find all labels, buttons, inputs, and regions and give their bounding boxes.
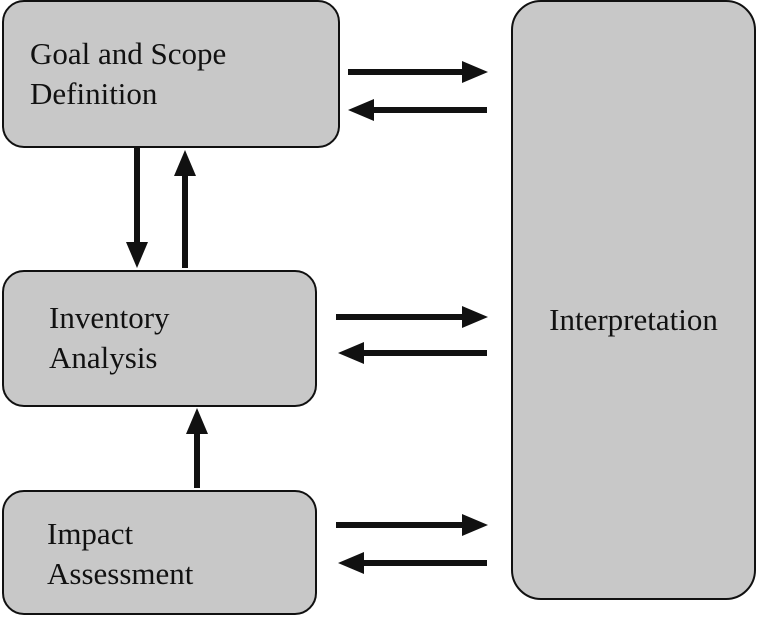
inventory-analysis-label: Inventory Analysis <box>49 298 170 378</box>
interpretation-label: Interpretation <box>513 300 754 340</box>
arrow-impact-to-inventory <box>186 408 208 488</box>
interpretation-text: Interpretation <box>549 302 718 337</box>
impact-assessment-line2: Assessment <box>47 556 194 591</box>
arrow-inventory-to-goal <box>174 150 196 268</box>
goal-scope-box: Goal and Scope Definition <box>2 0 340 148</box>
inventory-analysis-line1: Inventory <box>49 300 170 335</box>
goal-scope-line2: Definition <box>30 76 158 111</box>
arrow-interpretation-to-impact <box>338 552 487 574</box>
goal-scope-line1: Goal and Scope <box>30 36 227 71</box>
impact-assessment-box: Impact Assessment <box>2 490 317 615</box>
arrow-impact-to-interpretation <box>336 514 488 536</box>
impact-assessment-label: Impact Assessment <box>47 514 193 594</box>
arrow-interpretation-to-goal <box>348 99 487 121</box>
inventory-analysis-box: Inventory Analysis <box>2 270 317 407</box>
impact-assessment-line1: Impact <box>47 516 134 551</box>
interpretation-box: Interpretation <box>511 0 756 600</box>
arrow-goal-to-interpretation <box>348 61 488 83</box>
inventory-analysis-line2: Analysis <box>49 340 158 375</box>
goal-scope-label: Goal and Scope Definition <box>30 34 226 114</box>
arrow-goal-to-inventory <box>126 148 148 268</box>
arrow-interpretation-to-inventory <box>338 342 487 364</box>
arrow-inventory-to-interpretation <box>336 306 488 328</box>
